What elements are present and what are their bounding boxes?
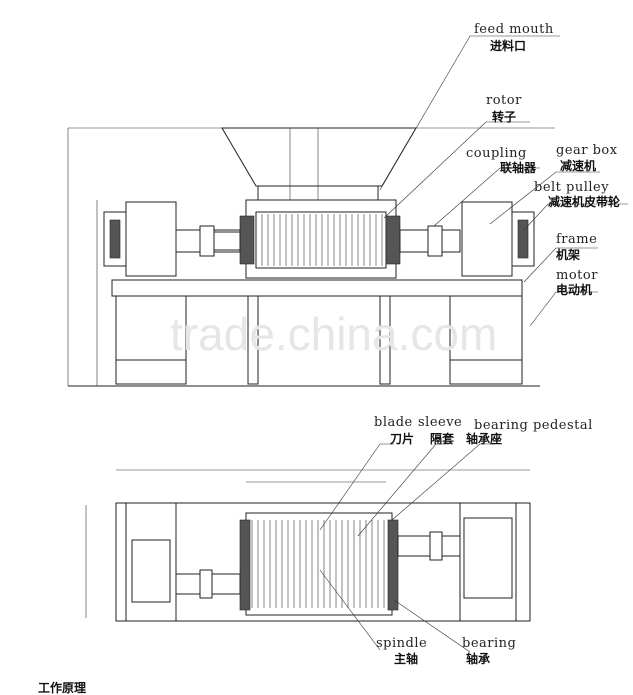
- label-spindle-en: spindle: [376, 636, 427, 651]
- leader-blade: [319, 443, 394, 531]
- feed-hopper: [221, 127, 417, 187]
- coupling-right: [427, 225, 443, 257]
- label-bearing-cn: 轴承: [466, 651, 490, 666]
- leader-gearbox: [489, 171, 600, 225]
- plan-right-motor: [463, 517, 513, 599]
- leader-lines: [319, 35, 628, 653]
- frame-center-leg-left: [247, 295, 259, 385]
- label-sleeve-en: sleeve: [418, 415, 462, 430]
- frame-center-leg-right: [379, 295, 391, 385]
- coupling-left: [199, 225, 215, 257]
- gearbox-left: [125, 201, 177, 277]
- leader-sleeve: [357, 443, 450, 537]
- label-belt-pulley-en: belt pulley: [534, 180, 609, 195]
- plan-left-motor: [131, 539, 171, 603]
- label-blade-cn: 刀片: [390, 431, 414, 446]
- leader-feed-mouth: [379, 35, 560, 191]
- plan-chamber: [245, 512, 393, 616]
- rotor-box: [255, 211, 387, 269]
- plan-blades: [251, 520, 385, 608]
- leader-bearing: [393, 599, 471, 653]
- watermark: trade.china.com: [170, 308, 497, 360]
- plan-coupling-left: [199, 569, 213, 599]
- leader-bearing-pedestal: [391, 443, 494, 521]
- label-spindle-cn: 主轴: [394, 651, 418, 666]
- pulley-right-core: [517, 219, 529, 259]
- label-frame-cn: 机架: [556, 247, 580, 262]
- pulley-left-core: [109, 219, 121, 259]
- labels: feed mouth 进料口 rotor 转子 gear box 减速机 cou…: [38, 22, 621, 695]
- leader-belt-pulley: [523, 203, 628, 231]
- label-feed-mouth-en: feed mouth: [474, 22, 554, 37]
- rotor-blades: [261, 214, 383, 266]
- front-elevation: [67, 127, 555, 387]
- label-blade-en: blade: [374, 415, 413, 430]
- shaft-collar-left: [213, 231, 241, 251]
- label-sleeve-cn: 隔套: [430, 431, 455, 446]
- label-coupling-cn: 联轴器: [500, 160, 537, 175]
- label-gear-box-cn: 减速机: [560, 158, 596, 173]
- bearing-block-left: [239, 215, 255, 265]
- frame-right-leg: [449, 295, 523, 385]
- plan-bearing-right: [387, 519, 399, 611]
- label-belt-pulley-cn: 减速机皮带轮: [548, 194, 621, 209]
- bearing-block-right: [385, 215, 401, 265]
- frame-left-leg: [115, 295, 187, 385]
- label-bearing-pedestal-en: bearing pedestal: [474, 418, 593, 433]
- plan-bearing-left: [239, 519, 251, 611]
- label-bearing-en: bearing: [462, 636, 516, 651]
- leader-spindle: [319, 569, 381, 651]
- label-feed-mouth-cn: 进料口: [490, 38, 526, 53]
- leader-frame: [523, 247, 598, 283]
- label-frame-en: frame: [556, 232, 597, 247]
- label-gear-box-en: gear box: [556, 143, 618, 158]
- leader-motor: [529, 291, 598, 327]
- leader-rotor: [383, 121, 530, 219]
- plan-coupling-right: [429, 531, 443, 561]
- label-motor-cn: 电动机: [556, 282, 592, 297]
- leader-coupling: [433, 167, 540, 227]
- label-motor-en: motor: [556, 268, 598, 283]
- label-bearing-pedestal-cn: 轴承座: [466, 431, 502, 446]
- label-coupling-en: coupling: [466, 146, 527, 161]
- label-rotor-en: rotor: [486, 93, 522, 108]
- label-rotor-cn: 转子: [492, 109, 516, 124]
- label-footer-cn: 工作原理: [38, 680, 86, 695]
- plan-shaft-right: [397, 535, 461, 557]
- frame-top-beam: [111, 279, 523, 297]
- plan-view: [85, 469, 531, 622]
- gearbox-right: [461, 201, 513, 277]
